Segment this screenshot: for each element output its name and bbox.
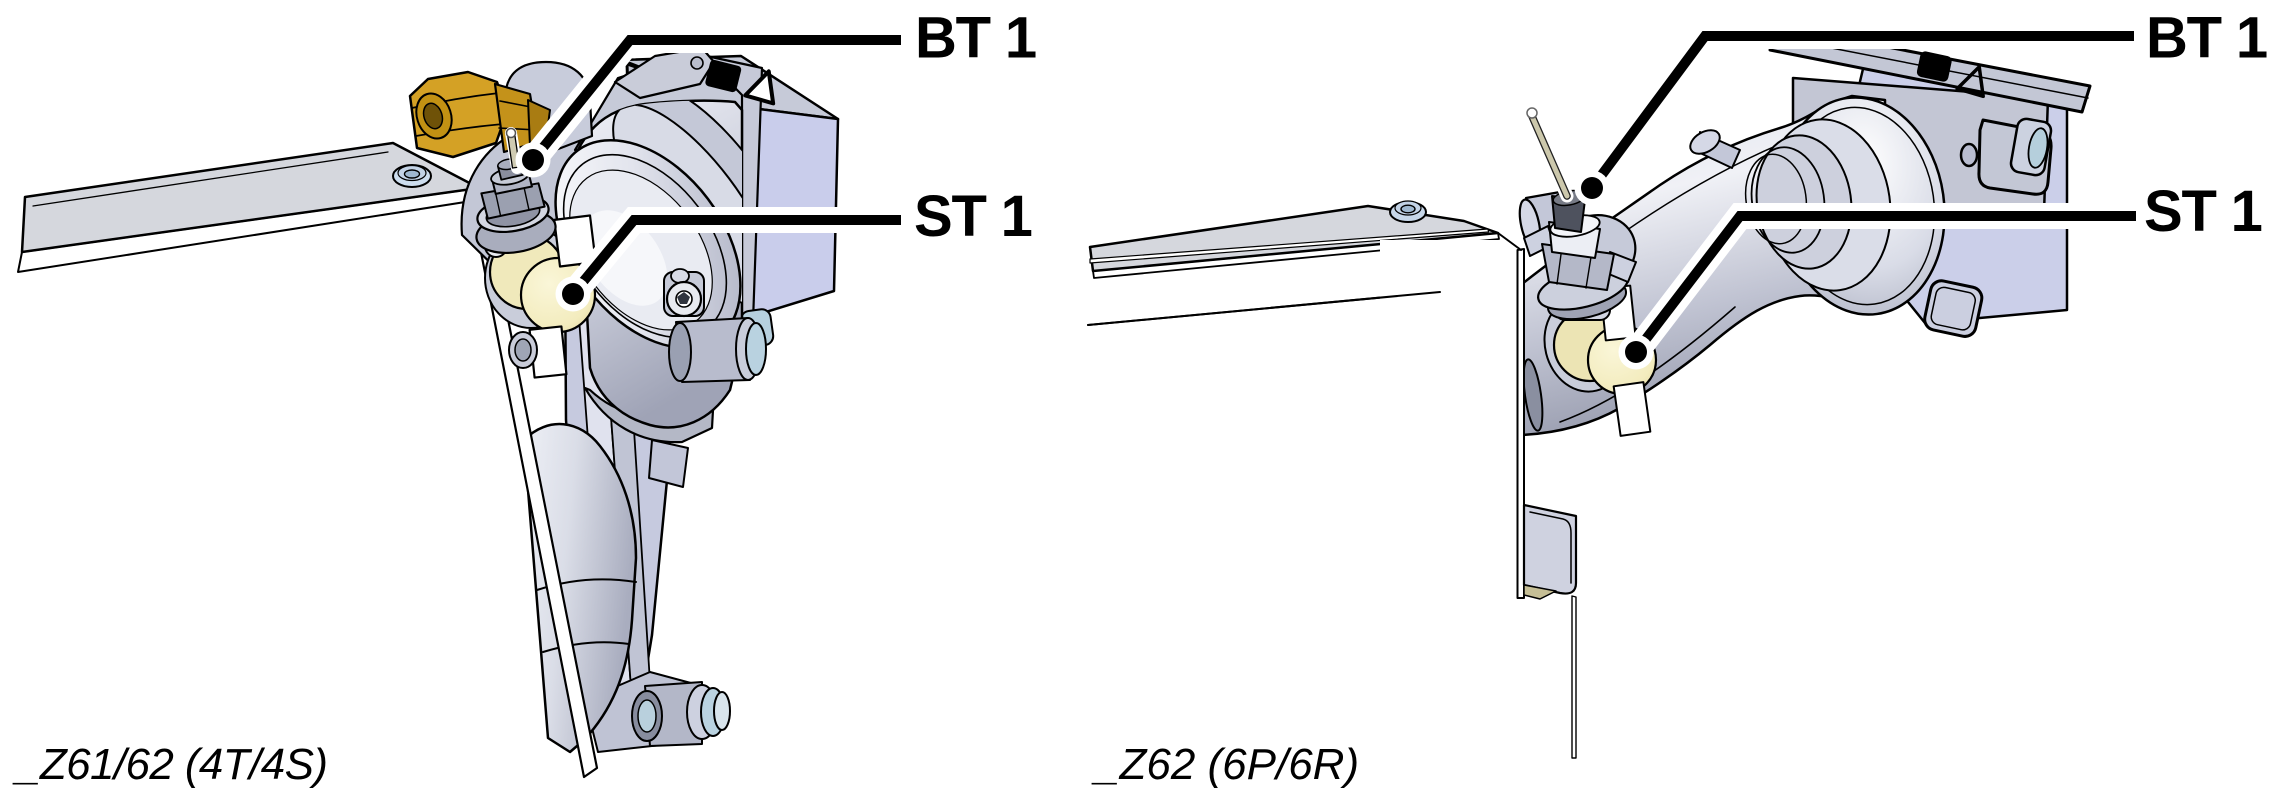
svg-text:BT 1: BT 1 [2146, 6, 2267, 71]
svg-text:BT 1: BT 1 [915, 6, 1036, 71]
svg-text:ST 1: ST 1 [2144, 179, 2262, 244]
svg-text:ST 1: ST 1 [914, 184, 1032, 249]
svg-text:_Z62 (6P/6R): _Z62 (6P/6R) [1091, 740, 1359, 789]
svg-text:_Z61/62 (4T/4S): _Z61/62 (4T/4S) [12, 740, 327, 789]
